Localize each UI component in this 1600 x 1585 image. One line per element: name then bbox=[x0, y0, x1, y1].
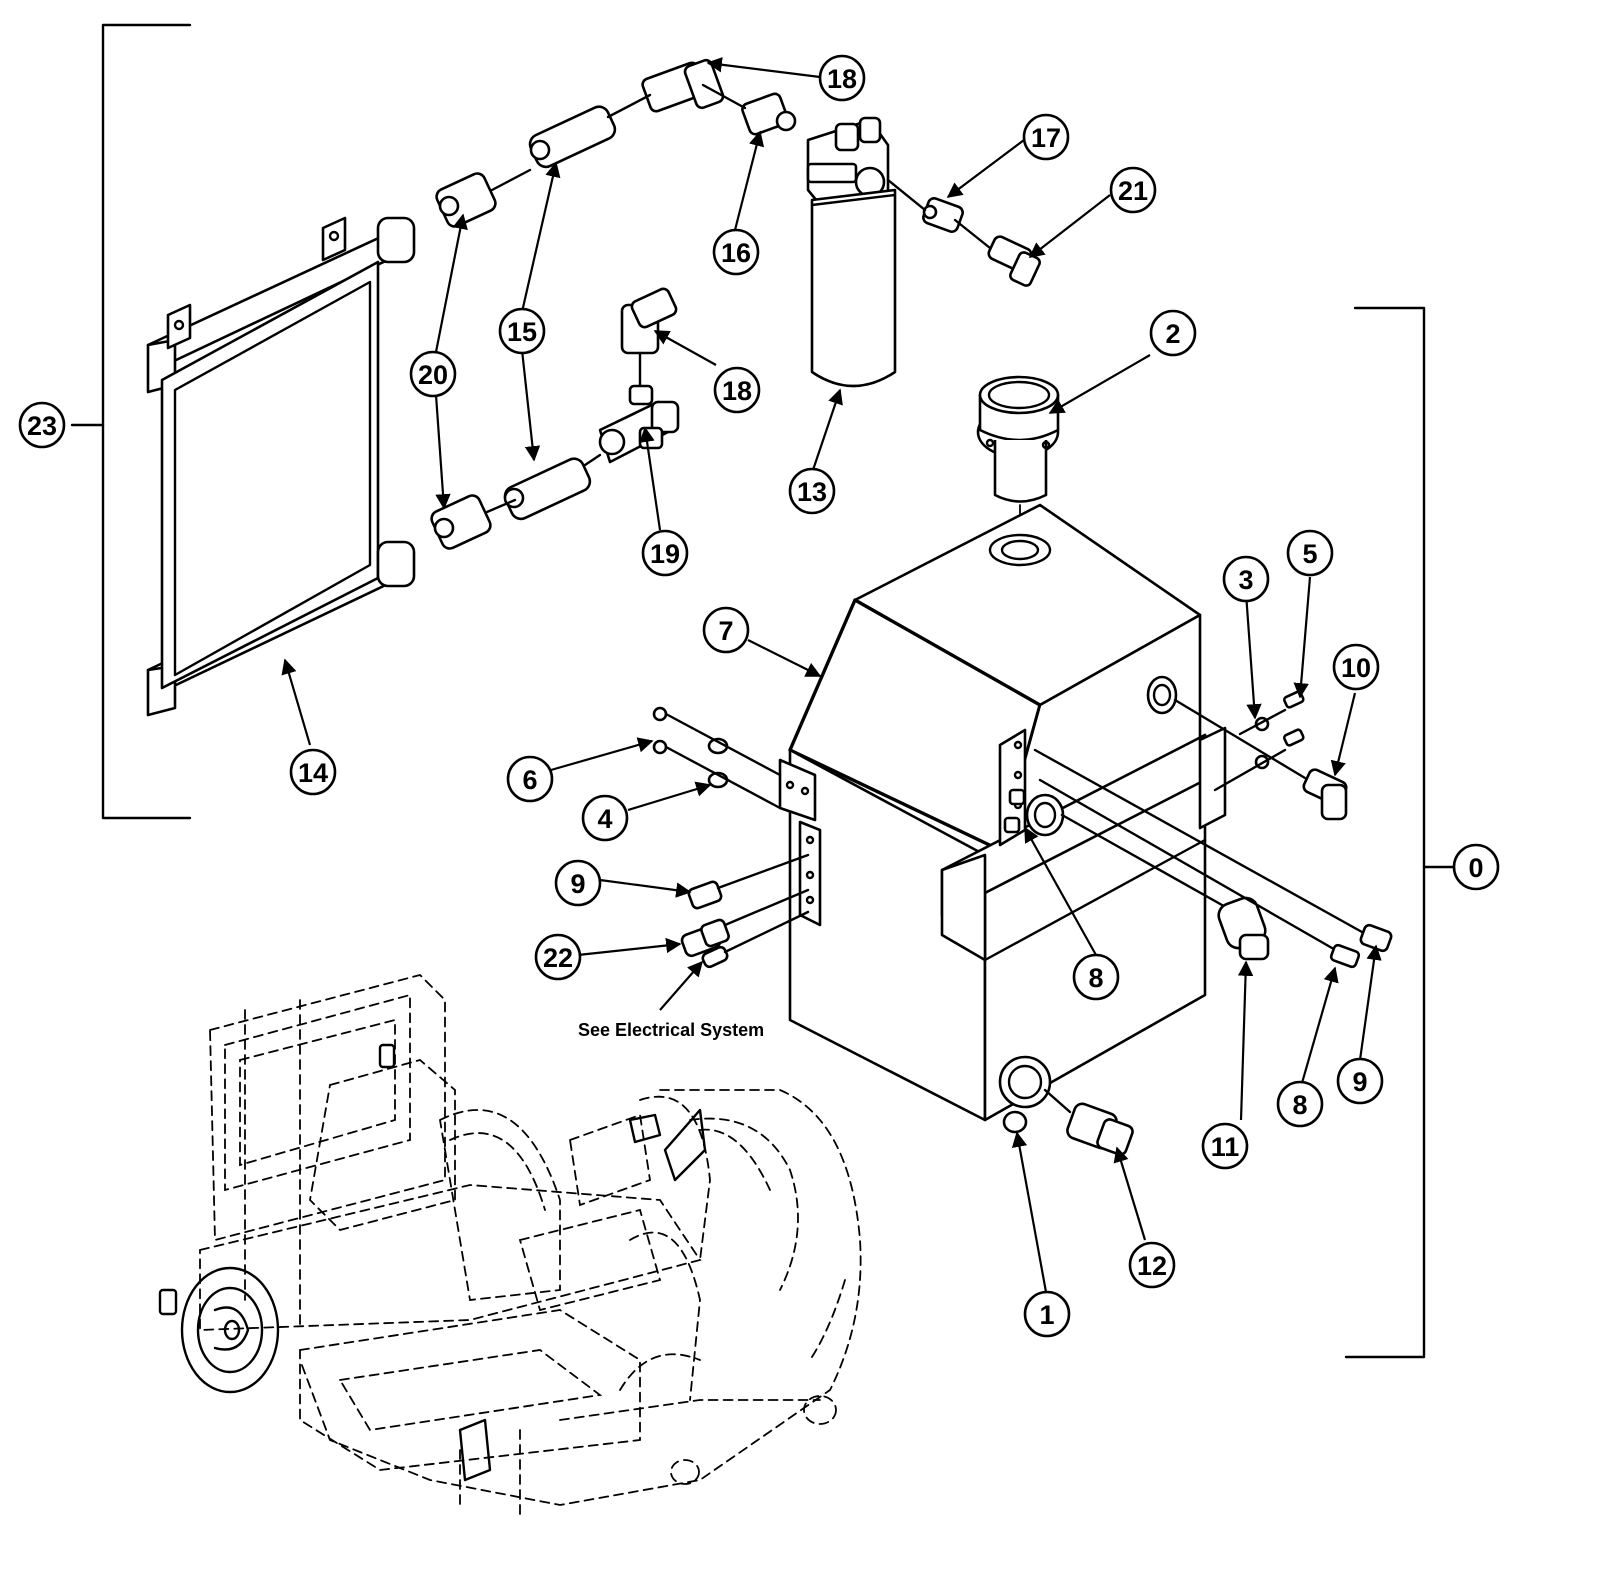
svg-text:17: 17 bbox=[1031, 123, 1061, 153]
svg-text:2: 2 bbox=[1165, 319, 1180, 349]
svg-text:20: 20 bbox=[418, 360, 448, 390]
callout-14: 14 bbox=[289, 748, 337, 796]
callout-16: 16 bbox=[712, 228, 760, 276]
svg-text:3: 3 bbox=[1238, 565, 1253, 595]
svg-text:14: 14 bbox=[298, 758, 328, 788]
svg-text:22: 22 bbox=[543, 943, 573, 973]
svg-text:9: 9 bbox=[1352, 1067, 1367, 1097]
callout-0: 0 bbox=[1452, 843, 1500, 891]
callout-11: 11 bbox=[1201, 1122, 1249, 1170]
svg-text:16: 16 bbox=[721, 238, 751, 268]
svg-text:4: 4 bbox=[597, 804, 612, 834]
svg-text:8: 8 bbox=[1292, 1090, 1307, 1120]
svg-text:21: 21 bbox=[1118, 176, 1148, 206]
svg-text:23: 23 bbox=[27, 411, 57, 441]
callout-8-right: 8 bbox=[1276, 1080, 1324, 1128]
callout-12: 12 bbox=[1128, 1241, 1176, 1289]
callout-1: 1 bbox=[1023, 1290, 1071, 1338]
hardware bbox=[652, 690, 1393, 1156]
callout-18-lower: 18 bbox=[713, 366, 761, 414]
callout-17: 17 bbox=[1022, 113, 1070, 161]
callout-23: 23 bbox=[18, 401, 66, 449]
callout-10: 10 bbox=[1332, 643, 1380, 691]
callout-13: 13 bbox=[788, 467, 836, 515]
svg-text:11: 11 bbox=[1211, 1132, 1240, 1162]
see-electrical-system-note: See Electrical System bbox=[578, 1020, 764, 1040]
svg-text:13: 13 bbox=[797, 477, 827, 507]
hydraulic-tank bbox=[778, 503, 1227, 1122]
assembly-bracket-0 bbox=[1344, 306, 1457, 1359]
callout-bubbles: 0 1 2 3 4 5 6 7 8 8 8 9 9 10 11 12 13 14… bbox=[18, 54, 1500, 1338]
callout-4: 4 bbox=[581, 794, 629, 842]
machine-outline bbox=[158, 973, 862, 1521]
callout-18-top: 18 bbox=[818, 54, 866, 102]
callout-8-tank: 8 bbox=[1072, 953, 1120, 1001]
callout-9-right: 9 bbox=[1336, 1057, 1384, 1105]
callout-19: 19 bbox=[641, 529, 689, 577]
callout-5: 5 bbox=[1286, 529, 1334, 577]
callout-15: 15 bbox=[498, 307, 546, 355]
breather-cap bbox=[976, 375, 1060, 561]
svg-text:6: 6 bbox=[522, 765, 537, 795]
assembly-bracket-23 bbox=[70, 23, 192, 820]
svg-text:0: 0 bbox=[1468, 853, 1483, 883]
svg-text:1: 1 bbox=[1039, 1300, 1054, 1330]
svg-text:5: 5 bbox=[1302, 539, 1317, 569]
hose-lines bbox=[485, 83, 992, 514]
leader-lines bbox=[281, 57, 1382, 1293]
callout-20: 20 bbox=[409, 350, 457, 398]
svg-text:9: 9 bbox=[570, 869, 585, 899]
svg-text:8: 8 bbox=[1088, 963, 1103, 993]
filter-assembly bbox=[641, 58, 1041, 388]
svg-text:19: 19 bbox=[650, 539, 680, 569]
callout-22: 22 bbox=[534, 933, 582, 981]
tee-and-elbow bbox=[598, 287, 680, 464]
svg-text:15: 15 bbox=[507, 317, 537, 347]
svg-text:7: 7 bbox=[718, 616, 733, 646]
callout-3: 3 bbox=[1222, 555, 1270, 603]
callout-2: 2 bbox=[1149, 309, 1197, 357]
callout-21: 21 bbox=[1109, 166, 1157, 214]
svg-text:10: 10 bbox=[1341, 653, 1371, 683]
callout-9-left: 9 bbox=[554, 859, 602, 907]
callout-6: 6 bbox=[506, 755, 554, 803]
callout-7: 7 bbox=[702, 606, 750, 654]
svg-text:18: 18 bbox=[722, 376, 752, 406]
oil-cooler bbox=[146, 216, 416, 717]
svg-text:12: 12 bbox=[1137, 1251, 1167, 1281]
svg-text:18: 18 bbox=[827, 64, 857, 94]
